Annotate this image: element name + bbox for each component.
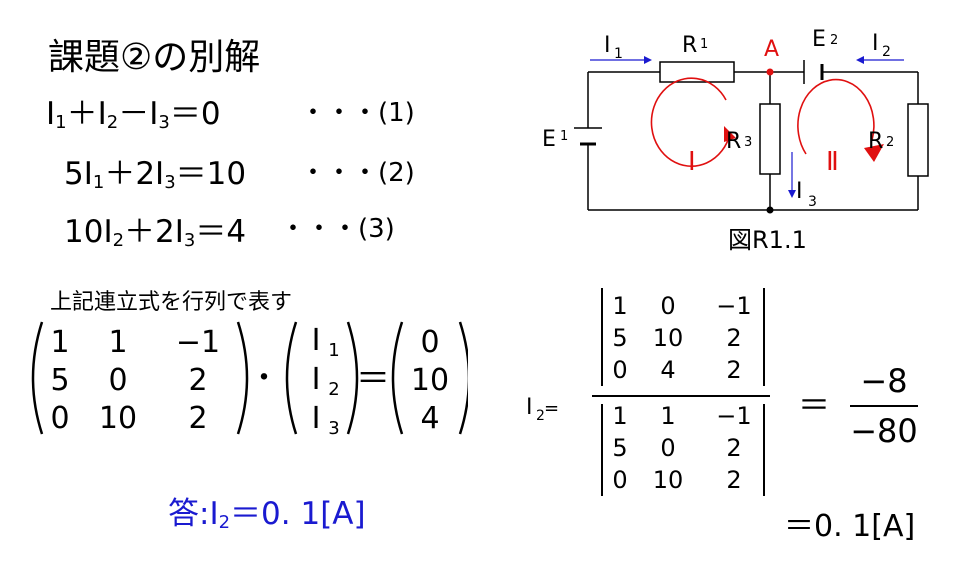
numerator-cell: 2 <box>726 324 741 352</box>
var-subscript: 2 <box>328 379 339 400</box>
numerator-cell: 2 <box>726 356 741 384</box>
node-b-dot <box>766 206 774 214</box>
var-subscript: 3 <box>328 418 339 439</box>
loop-2-arc <box>797 78 875 155</box>
numerator-cell: 4 <box>660 356 675 384</box>
cramer-lhs-subscript: 2 <box>536 408 545 424</box>
var-subscript: 1 <box>328 340 339 361</box>
var-right-paren <box>346 321 359 435</box>
cramer-solution: I 2 = 1 0 −1 5 10 2 0 4 2 1 1 −1 5 0 2 0… <box>526 288 918 544</box>
label-i1: I <box>604 33 611 58</box>
denominator-cell: 1 <box>660 402 675 430</box>
coef-cell: 0 <box>108 363 127 398</box>
equation-1: I1＋I2－I3＝0 <box>46 96 221 133</box>
figure-caption: 図R1.1 <box>728 226 807 254</box>
equation-3-tag: ・・・(3) <box>280 214 395 244</box>
label-r3-subscript: 3 <box>744 135 752 150</box>
answer: 答:I2＝0. 1[A] <box>168 496 366 533</box>
label-r2: R <box>868 129 883 154</box>
label-e2: E <box>812 27 826 52</box>
denominator-cell: 1 <box>612 402 627 430</box>
equation-3: 10I2＋2I3＝4 <box>64 214 247 251</box>
coef-cell: 1 <box>50 325 69 360</box>
label-e1: E <box>542 127 556 152</box>
resistor-r3 <box>759 103 781 175</box>
page-title: 課題②の別解 <box>48 37 261 78</box>
loop-2-arrowhead <box>864 144 884 162</box>
matrix-equation: 1 1 −1 5 0 2 0 10 2 ・ I 1 I 2 I 3 ＝ 0 10… <box>31 321 468 439</box>
label-i2: I <box>872 31 879 56</box>
var-symbol: I <box>312 323 321 358</box>
resistor-r2 <box>907 103 929 177</box>
cramer-lhs-equals: = <box>544 398 559 419</box>
denominator-cell: 5 <box>612 434 627 462</box>
label-i3-subscript: 3 <box>808 194 817 210</box>
denominator-cell: 0 <box>612 466 627 494</box>
cramer-lhs: I <box>526 395 533 420</box>
result-denominator: −80 <box>850 412 918 450</box>
denominator-cell: 0 <box>660 434 675 462</box>
coef-cell: 10 <box>99 401 137 436</box>
coef-left-paren <box>31 321 44 435</box>
var-symbol: I <box>312 362 321 397</box>
equation-1-tag: ・・・(1) <box>300 98 415 128</box>
label-e1-subscript: 1 <box>560 129 568 144</box>
numerator-cell: 1 <box>612 292 627 320</box>
rhs-cell: 0 <box>420 325 439 360</box>
numerator-cell: 0 <box>660 292 675 320</box>
numerator-cell: 5 <box>612 324 627 352</box>
label-r1-subscript: 1 <box>700 37 708 52</box>
coef-cell: 2 <box>188 363 207 398</box>
label-node-a: A <box>764 37 779 62</box>
rhs-cell: 4 <box>420 401 439 436</box>
loop-1-arc <box>650 77 731 167</box>
equation-2-tag: ・・・(2) <box>300 158 415 188</box>
coef-right-paren <box>236 321 249 435</box>
coef-cell: 0 <box>50 401 69 436</box>
denominator-cell: 10 <box>653 466 684 494</box>
loop-1-arrowhead <box>724 126 736 142</box>
coef-cell: −1 <box>176 325 220 360</box>
dot-operator: ・ <box>249 361 279 396</box>
equation-2: 5I1＋2I3＝10 <box>64 156 247 193</box>
label-r1: R <box>682 33 697 58</box>
label-i1-subscript: 1 <box>614 46 623 62</box>
matrix-caption: 上記連立式を行列で表す <box>50 290 293 315</box>
resistor-r1 <box>659 61 735 83</box>
circuit-diagram: I 1 R 1 A E 2 I 2 E 1 R 3 R 2 Ⅰ Ⅱ I 3 図R… <box>542 27 929 254</box>
circuit-wires <box>587 71 919 211</box>
current-i3-arrow <box>788 152 796 198</box>
coef-cell: 2 <box>188 401 207 436</box>
coef-cell: 1 <box>108 325 127 360</box>
node-a-dot <box>766 68 774 76</box>
label-loop-2: Ⅱ <box>826 147 839 177</box>
current-i2-arrow <box>856 56 904 64</box>
rhs-left-paren <box>391 321 404 435</box>
var-left-paren <box>285 321 298 435</box>
denominator-cell: −1 <box>716 402 751 430</box>
numerator-cell: 10 <box>653 324 684 352</box>
denominator-cell: 2 <box>726 466 741 494</box>
battery-e2 <box>803 60 824 84</box>
denominator-cell: 2 <box>726 434 741 462</box>
rhs-cell: 10 <box>411 363 449 398</box>
battery-e1 <box>574 127 602 146</box>
var-symbol: I <box>312 401 321 436</box>
result-equals: ＝ <box>798 386 830 424</box>
label-loop-1: Ⅰ <box>688 147 696 177</box>
result-numerator: −8 <box>860 362 907 400</box>
label-i2-subscript: 2 <box>882 44 891 60</box>
final-answer: ＝0. 1[A] <box>784 509 915 544</box>
equals-sign: ＝ <box>356 359 390 399</box>
current-i1-arrow <box>590 56 652 64</box>
label-r2-subscript: 2 <box>886 135 894 150</box>
label-i3: I <box>796 179 803 204</box>
label-e2-subscript: 2 <box>830 33 838 48</box>
numerator-cell: 0 <box>612 356 627 384</box>
rhs-right-paren <box>458 321 468 435</box>
coef-cell: 5 <box>50 363 69 398</box>
numerator-cell: −1 <box>716 292 751 320</box>
label-r3: R <box>726 129 741 154</box>
